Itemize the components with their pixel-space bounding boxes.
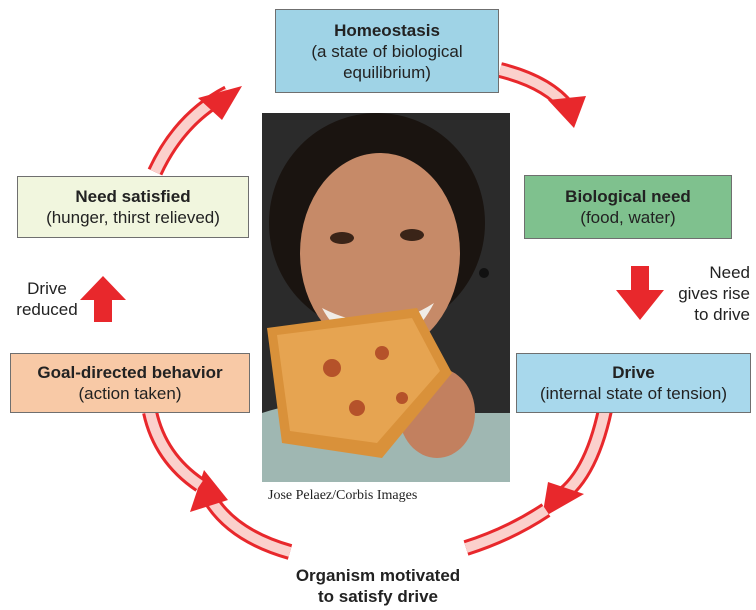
box-goal-directed: Goal-directed behavior (action taken): [10, 353, 250, 413]
goal-directed-title: Goal-directed behavior: [37, 363, 223, 382]
arrowhead-to-homeostasis: [198, 86, 242, 120]
note-need-line2: gives rise: [678, 284, 750, 303]
need-satisfied-desc: (hunger, thirst relieved): [46, 208, 220, 227]
arrow-drive-reduced: [80, 276, 126, 322]
note-need-gives-rise: Need gives rise to drive: [660, 262, 750, 325]
box-need-satisfied: Need satisfied (hunger, thirst relieved): [17, 176, 249, 238]
arrowhead-to-need: [548, 96, 586, 128]
goal-directed-desc: (action taken): [78, 384, 182, 403]
homeostasis-desc: (a state of biological equilibrium): [311, 41, 463, 82]
note-drive-line2: reduced: [16, 300, 78, 319]
biological-need-desc: (food, water): [580, 208, 676, 227]
drive-title: Drive: [612, 363, 655, 382]
arrowhead-to-organism: [542, 482, 584, 518]
organism-line2: to satisfy drive: [318, 587, 438, 606]
photo-woman-eating-pizza: [262, 113, 510, 482]
photo-credit: Jose Pelaez/Corbis Images: [268, 488, 418, 503]
box-homeostasis: Homeostasis (a state of biological equil…: [275, 9, 499, 93]
organism-line1: Organism motivated: [295, 566, 461, 585]
arrowhead-to-goal: [190, 470, 228, 512]
note-need-line3: to drive: [694, 305, 750, 324]
need-satisfied-title: Need satisfied: [75, 187, 191, 206]
drive-desc: (internal state of tension): [539, 384, 728, 403]
note-drive-reduced: Drive reduced: [14, 278, 80, 320]
homeostasis-title: Homeostasis: [334, 20, 440, 40]
box-drive: Drive (internal state of tension): [516, 353, 751, 413]
biological-need-title: Biological need: [565, 187, 691, 206]
box-biological-need: Biological need (food, water): [524, 175, 732, 239]
label-organism-motivated: Organism motivated to satisfy drive: [258, 565, 498, 607]
note-need-line1: Need: [709, 263, 750, 282]
arrow-need-to-drive: [616, 266, 664, 320]
note-drive-line1: Drive: [27, 279, 67, 298]
